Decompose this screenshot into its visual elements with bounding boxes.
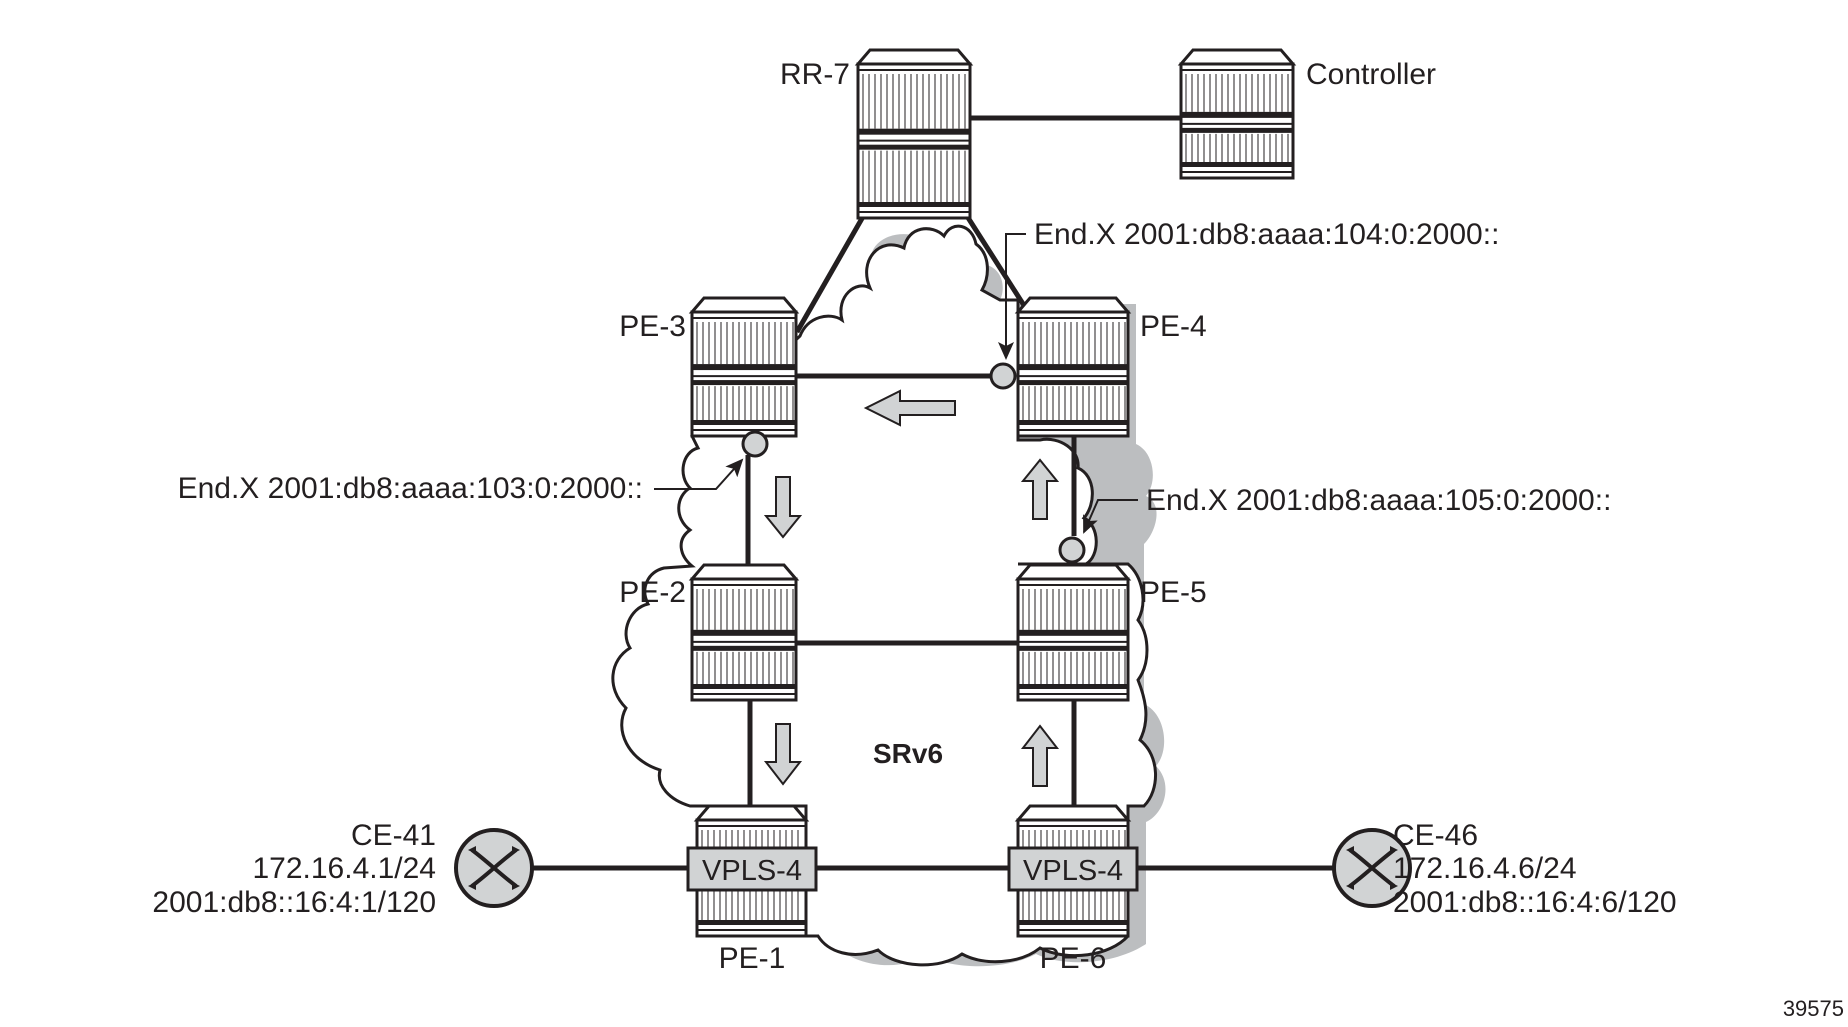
endx-dot-pe5 bbox=[1058, 536, 1086, 564]
router-pe5 bbox=[1014, 563, 1132, 702]
node-label-controller: Controller bbox=[1306, 58, 1436, 91]
router-pe3 bbox=[688, 296, 800, 438]
ce41-labels: CE-41 172.16.4.1/24 2001:db8::16:4:1/120 bbox=[152, 819, 436, 919]
router-icon bbox=[1016, 577, 1130, 702]
flow-arrows bbox=[763, 389, 1060, 787]
node-label-pe2: PE-2 bbox=[619, 576, 686, 609]
router-icon-cap bbox=[693, 804, 810, 822]
router-icon-cap bbox=[688, 296, 800, 314]
endx-callout-pe3: End.X 2001:db8:aaaa:103:0:2000:: bbox=[178, 458, 744, 505]
ce41-switch bbox=[454, 828, 534, 908]
router-icon-cap bbox=[1177, 48, 1297, 66]
vpls-service-pe6: VPLS-4 bbox=[1007, 846, 1139, 892]
node-label-pe5: PE-5 bbox=[1140, 576, 1207, 609]
router-pe2 bbox=[688, 563, 800, 702]
flow-arrow-left-pe4-pe3 bbox=[863, 389, 956, 427]
flow-arrow-up-pe6-pe5 bbox=[1020, 724, 1060, 787]
router-icon bbox=[690, 310, 798, 438]
routers bbox=[688, 48, 1297, 938]
ce46-name: CE-46 bbox=[1393, 819, 1478, 852]
endx-label-pe3: End.X 2001:db8:aaaa:103:0:2000:: bbox=[178, 472, 643, 505]
srv6-domain-label: SRv6 bbox=[873, 738, 943, 769]
router-icon bbox=[690, 577, 798, 702]
endx-dot-pe3 bbox=[741, 430, 769, 458]
endx-label-pe5: End.X 2001:db8:aaaa:105:0:2000:: bbox=[1146, 484, 1611, 517]
vpls-box-pe6 bbox=[1007, 846, 1139, 892]
router-rr7 bbox=[854, 48, 974, 220]
router-icon-cap bbox=[1014, 804, 1132, 822]
callout-pointer bbox=[998, 233, 1026, 360]
figure-id: 39575 bbox=[1783, 996, 1844, 1021]
ce41-ipv6: 2001:db8::16:4:1/120 bbox=[152, 886, 436, 919]
ce46-ipv6: 2001:db8::16:4:6/120 bbox=[1393, 886, 1677, 919]
endx-interfaces bbox=[741, 362, 1086, 564]
ce46-ipv4: 172.16.4.6/24 bbox=[1393, 852, 1577, 885]
node-label-rr7: RR-7 bbox=[780, 58, 850, 91]
ce41-ipv4: 172.16.4.1/24 bbox=[252, 852, 436, 885]
router-labels: RR-7 Controller PE-3 PE-4 PE-2 PE-5 PE-1… bbox=[619, 58, 1436, 975]
vpls-label-pe1: VPLS-4 bbox=[702, 855, 802, 887]
router-pe4 bbox=[1014, 296, 1132, 438]
endx-callout-pe5: End.X 2001:db8:aaaa:105:0:2000:: bbox=[1083, 484, 1611, 534]
flow-arrow-up-pe5-pe4 bbox=[1020, 458, 1060, 520]
node-label-pe6: PE-6 bbox=[1040, 942, 1107, 975]
node-label-pe4: PE-4 bbox=[1140, 310, 1207, 343]
node-label-pe1: PE-1 bbox=[719, 942, 786, 975]
router-icon bbox=[1179, 62, 1295, 180]
flow-arrow-down-pe2-pe1 bbox=[763, 723, 803, 786]
node-label-pe3: PE-3 bbox=[619, 310, 686, 343]
endx-label-pe4: End.X 2001:db8:aaaa:104:0:2000:: bbox=[1034, 218, 1499, 251]
flow-arrow-down-pe3-pe2 bbox=[763, 476, 803, 539]
endx-dot-pe4 bbox=[989, 362, 1017, 390]
router-icon-cap bbox=[1014, 563, 1132, 581]
ce46-switch bbox=[1332, 828, 1412, 908]
vpls-box-pe1 bbox=[686, 846, 818, 892]
router-icon-cap bbox=[688, 563, 800, 581]
callout-pointer bbox=[654, 458, 744, 490]
vpls-label-pe6: VPLS-4 bbox=[1023, 855, 1123, 887]
router-icon-cap bbox=[854, 48, 974, 66]
ce46-labels: CE-46 172.16.4.6/24 2001:db8::16:4:6/120 bbox=[1393, 819, 1677, 919]
callout-pointer bbox=[1083, 499, 1138, 534]
vpls-service-pe1: VPLS-4 bbox=[686, 846, 818, 892]
router-icon bbox=[1016, 310, 1130, 438]
endx-callout-pe4: End.X 2001:db8:aaaa:104:0:2000:: bbox=[998, 218, 1499, 360]
router-controller bbox=[1177, 48, 1297, 180]
ce41-name: CE-41 bbox=[351, 819, 436, 852]
router-icon-cap bbox=[1014, 296, 1132, 314]
